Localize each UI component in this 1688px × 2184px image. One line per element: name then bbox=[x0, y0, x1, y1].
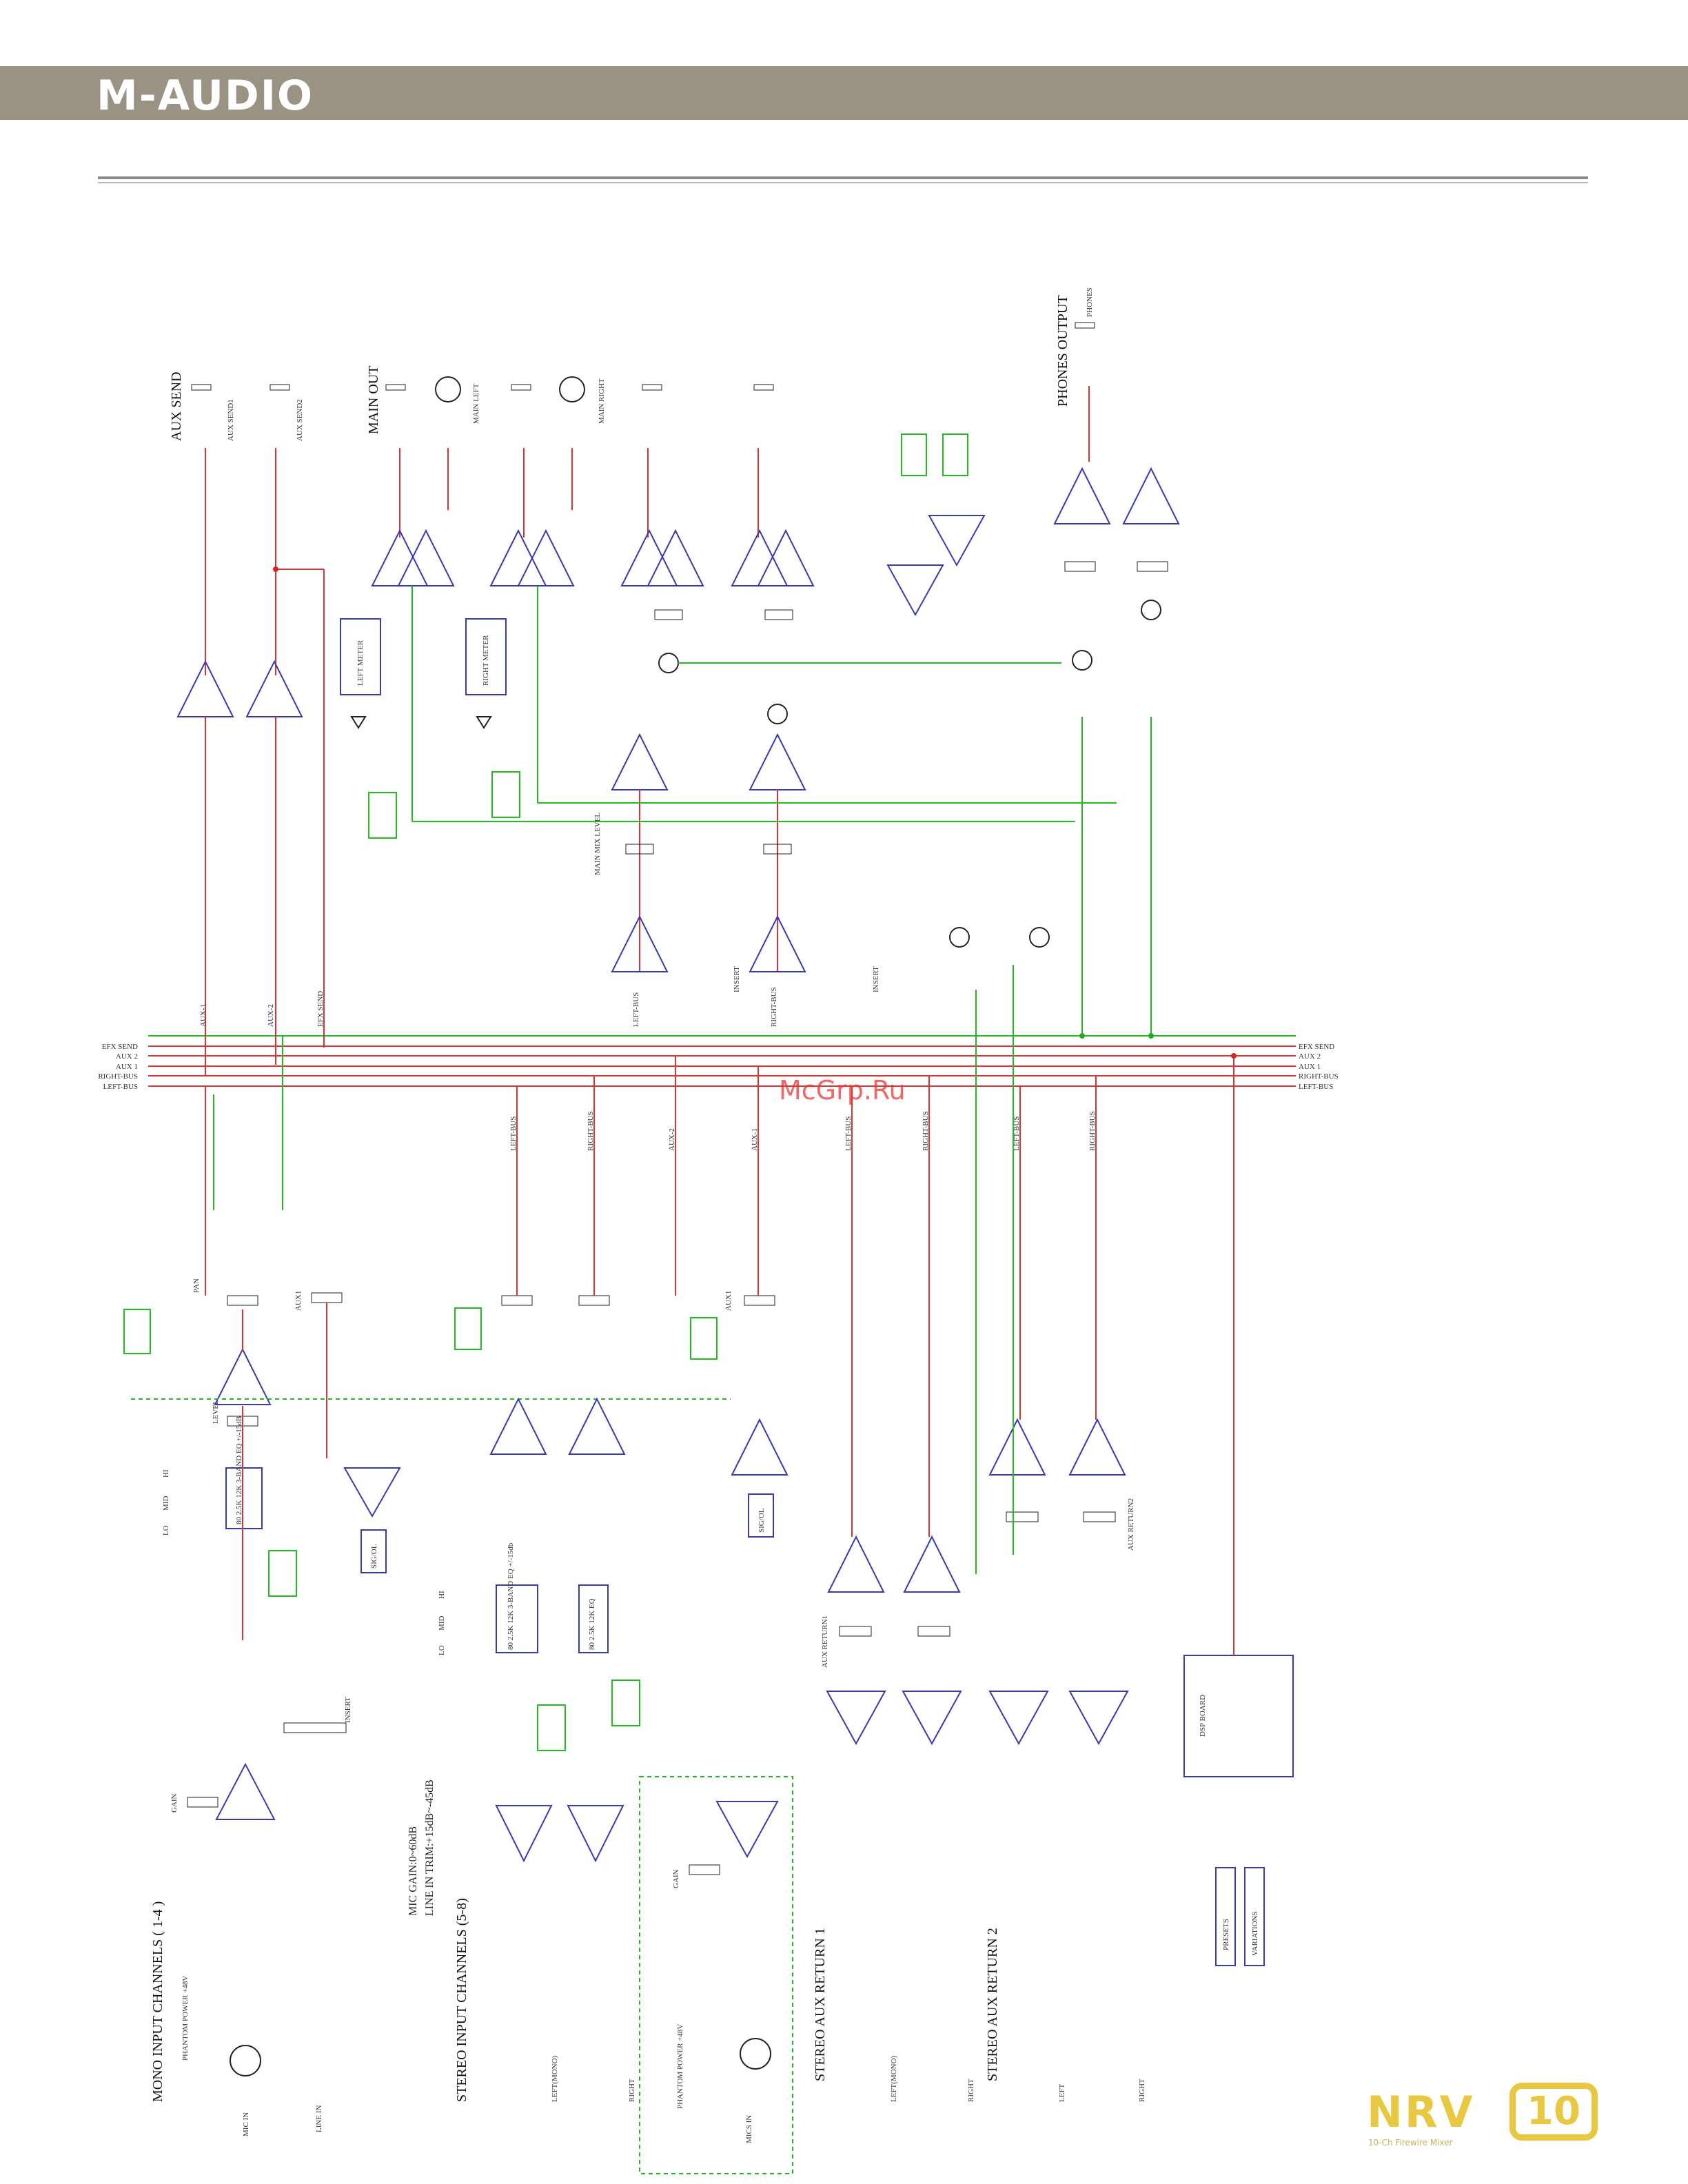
stereo-channels-title: STEREO INPUT CHANNELS (5-8) bbox=[454, 1898, 469, 2102]
mic-in-label: MIC IN bbox=[242, 2112, 250, 2136]
main-mix-level-label: MAIN MIX LEVEL bbox=[593, 813, 602, 875]
insert-label-2: INSERT bbox=[872, 966, 880, 992]
eq-mono-label: 80 2.5K 12K 3-BAND EQ +/-15dB bbox=[235, 1416, 243, 1524]
header-rule-thin bbox=[98, 182, 1588, 183]
right-meter-label: RIGHT METER bbox=[482, 635, 490, 686]
aux-return1-label: AUX RETURN1 bbox=[821, 1615, 829, 1668]
nrv-logo-number: 10 bbox=[1509, 2083, 1598, 2141]
phantom-power-mono-label: PHANTOM POWER +48V bbox=[181, 1976, 190, 2061]
left-meter-label: LEFT METER bbox=[356, 640, 365, 686]
hi-label: HI bbox=[162, 1469, 170, 1478]
aux1-stereo-label: AUX1 bbox=[724, 1291, 733, 1311]
ret2-left-bus-label: LEFT-BUS bbox=[1013, 1116, 1021, 1151]
gain-mono-label: GAIN bbox=[170, 1793, 179, 1813]
mic-gain-label: MIC GAIN:0~60dB bbox=[407, 1826, 419, 1916]
stereo-left-bus-label: LEFT-BUS bbox=[509, 1116, 518, 1151]
sig-ol-mono-label: SIG/OL bbox=[370, 1544, 378, 1569]
mono-channels-title: MONO INPUT CHANNELS ( 1-4 ) bbox=[150, 1901, 165, 2102]
insert-label-1: INSERT bbox=[733, 966, 741, 992]
aux-ret2-right-label: RIGHT bbox=[1138, 2079, 1146, 2102]
mics-in-label: MICS IN bbox=[745, 2115, 753, 2143]
ret2-right-bus-label: RIGHT-BUS bbox=[1088, 1111, 1097, 1151]
ret-left-bus-label: LEFT-BUS bbox=[844, 1116, 853, 1151]
ret-right-bus-label: RIGHT-BUS bbox=[922, 1111, 930, 1151]
green-routing bbox=[213, 717, 1154, 1574]
nrv-tagline: 10-Ch Firewire Mixer bbox=[1368, 2138, 1453, 2147]
aux-send1-label: AUX SEND1 bbox=[227, 399, 235, 441]
aux-send-section: AUX SEND AUX SEND1 AUX SEND2 AUX-1 AUX-2… bbox=[169, 371, 325, 1075]
phantom-power-stereo-label: PHANTOM POWER +48V bbox=[676, 2024, 684, 2109]
presets-label: PRESETS bbox=[1222, 1919, 1230, 1950]
mono-channel-section: MONO INPUT CHANNELS ( 1-4 ) PAN AUX1 LEV… bbox=[123, 1086, 731, 2136]
main-out-section: MAIN OUT MAIN LEFT MAIN RIGHT LEFT METER… bbox=[340, 366, 606, 839]
main-out-title: MAIN OUT bbox=[366, 366, 381, 434]
header-rule bbox=[98, 176, 1588, 179]
efx-send-tap-label: EFX SEND bbox=[316, 991, 325, 1027]
aux2-tap-label: AUX-2 bbox=[267, 1004, 275, 1027]
hi-stereo-label: HI bbox=[438, 1591, 446, 1599]
pan-label: PAN bbox=[192, 1278, 201, 1293]
right-bus-tap-label: RIGHT-BUS bbox=[770, 987, 778, 1027]
aux-send-title: AUX SEND bbox=[169, 371, 184, 441]
right-stereo-label: RIGHT bbox=[628, 2079, 636, 2102]
bus-label-aux1: AUX 1 bbox=[116, 1063, 138, 1071]
stereo-right-bus-label: RIGHT-BUS bbox=[587, 1111, 595, 1151]
line-in-label: LINE IN bbox=[315, 2105, 323, 2132]
eq-stereo-label: 80 2.5K 12K 3-BAND EQ +/-15db bbox=[507, 1542, 515, 1650]
left-mono-label: LEFT(MONO) bbox=[551, 2055, 559, 2102]
bus-label-right: RIGHT-BUS bbox=[98, 1072, 138, 1081]
main-mix-section: MAIN MIX LEVEL INSERT INSERT LEFT-BUS RI… bbox=[412, 384, 1117, 1027]
bus-label-aux2: AUX 2 bbox=[116, 1052, 138, 1061]
level-label: LEVEL bbox=[212, 1400, 220, 1424]
stereo-channel-section: STEREO INPUT CHANNELS (5-8) MIC GAIN:0~6… bbox=[407, 1056, 793, 2174]
aux-ret1-right-label: RIGHT bbox=[967, 2079, 975, 2102]
sig-ol-stereo-label: SIG/OL bbox=[757, 1508, 766, 1533]
left-bus-tap-label: LEFT-BUS bbox=[632, 992, 640, 1027]
aux-return2-label: AUX RETURN2 bbox=[1127, 1498, 1135, 1551]
mid-stereo-label: MID bbox=[438, 1616, 446, 1631]
lo-stereo-label: LO bbox=[438, 1645, 446, 1655]
bus-labels-left: EFX SEND AUX 2 AUX 1 RIGHT-BUS LEFT-BUS bbox=[98, 1043, 138, 1091]
main-right-label: MAIN RIGHT bbox=[598, 378, 606, 424]
bus-labels-right: EFX SEND AUX 2 AUX 1 RIGHT-BUS LEFT-BUS bbox=[1299, 1043, 1339, 1091]
aux-ret2-left-label: LEFT bbox=[1058, 2083, 1066, 2102]
bus-label-aux2-r: AUX 2 bbox=[1299, 1052, 1321, 1061]
aux-return2-title: STEREO AUX RETURN 2 bbox=[985, 1928, 1000, 2081]
aux-ret1-left-label: LEFT(MONO) bbox=[890, 2055, 898, 2102]
insert-mono-label: INSERT bbox=[344, 1697, 352, 1723]
bus-label-left-r: LEFT-BUS bbox=[1299, 1083, 1333, 1091]
bus-label-efx: EFX SEND bbox=[102, 1043, 138, 1051]
phones-label: PHONES bbox=[1086, 287, 1094, 317]
mid-label: MID bbox=[162, 1496, 170, 1511]
bus-label-left: LEFT-BUS bbox=[103, 1083, 138, 1091]
bus-label-right-r: RIGHT-BUS bbox=[1299, 1072, 1339, 1081]
line-trim-label: LINE IN TRIM:+15dB~-45dB bbox=[424, 1779, 436, 1916]
stereo-aux1-label: AUX-1 bbox=[751, 1128, 759, 1151]
dsp-board-label: DSP BOARD bbox=[1199, 1695, 1207, 1737]
eq-stereo-b-label: 80 2.5K 12K EQ bbox=[588, 1598, 596, 1650]
phones-section: PHONES OUTPUT PHONES bbox=[886, 287, 1179, 671]
aux1-control-label: AUX1 bbox=[294, 1291, 303, 1311]
nrv-logo-text: NRV bbox=[1367, 2087, 1475, 2137]
aux-return1-title: STEREO AUX RETURN 1 bbox=[813, 1928, 828, 2081]
bus-label-efx-r: EFX SEND bbox=[1299, 1043, 1334, 1051]
aux1-tap-label: AUX-1 bbox=[199, 1004, 207, 1027]
bus-lines bbox=[148, 1035, 1296, 1087]
aux-return-section: STEREO AUX RETURN 1 STEREO AUX RETURN 2 … bbox=[813, 1076, 1146, 2102]
main-left-label: MAIN LEFT bbox=[472, 383, 480, 424]
bus-label-aux1-r: AUX 1 bbox=[1299, 1063, 1321, 1071]
phones-output-title: PHONES OUTPUT bbox=[1055, 295, 1070, 407]
gain-stereo-label: GAIN bbox=[672, 1869, 680, 1888]
variations-label: VARIATIONS bbox=[1251, 1911, 1259, 1956]
stereo-aux2-label: AUX-2 bbox=[668, 1128, 676, 1151]
lo-label: LO bbox=[162, 1525, 170, 1535]
dsp-section: DSP BOARD PRESETS VARIATIONS bbox=[1183, 1053, 1294, 1966]
brand-logo: M-AUDIO bbox=[96, 72, 314, 120]
watermark: McGrp.Ru bbox=[779, 1075, 906, 1105]
header-bar bbox=[0, 66, 1688, 120]
aux-send2-label: AUX SEND2 bbox=[296, 399, 304, 441]
